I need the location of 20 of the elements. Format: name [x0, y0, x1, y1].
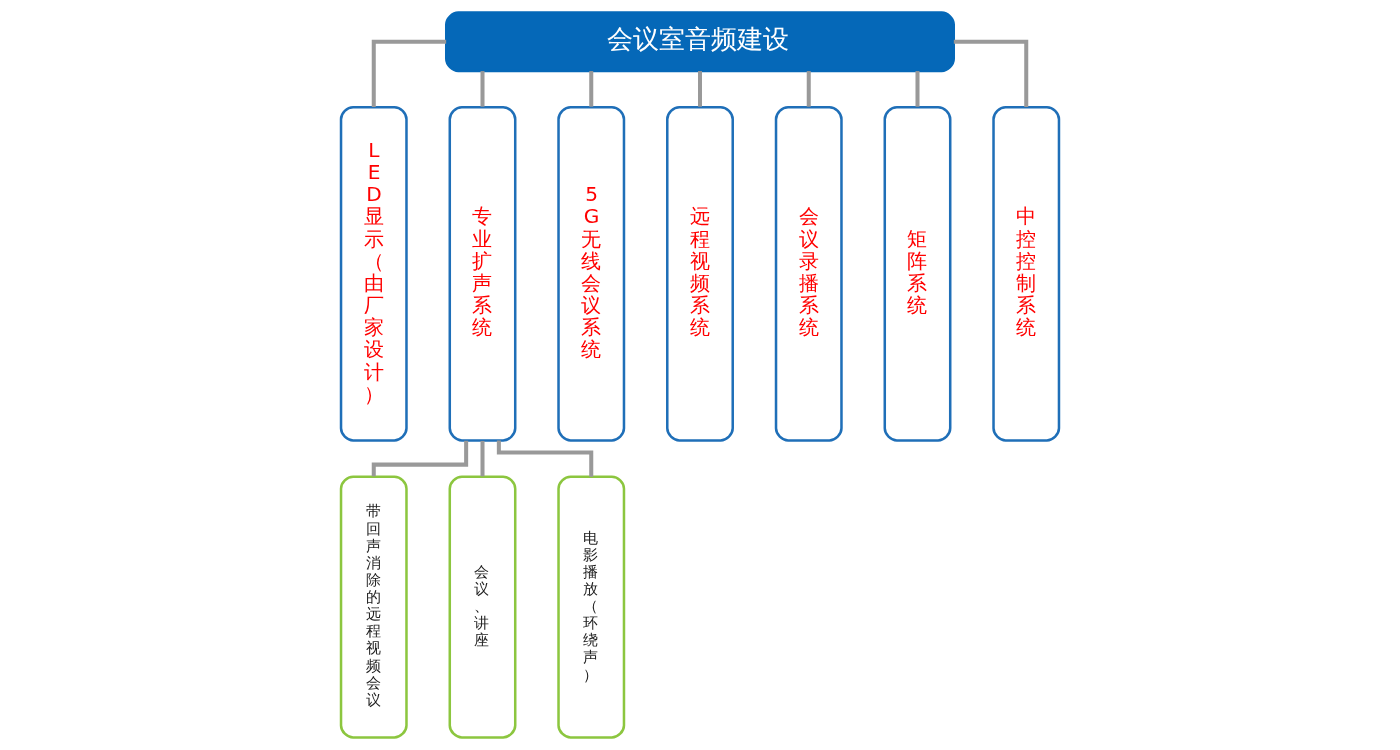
node-box: 会议、讲座	[448, 475, 517, 739]
node-box: 矩阵系统	[883, 105, 952, 442]
connector	[806, 71, 811, 107]
connector	[698, 71, 702, 107]
node-box: LED显示（由厂家设计）	[339, 105, 408, 442]
node-box: 5G无线会议系统	[557, 105, 626, 442]
connector	[589, 71, 594, 107]
node-box: 专业扩声系统	[448, 105, 517, 442]
connector	[371, 440, 469, 477]
node-box: 会议录播系统	[774, 105, 843, 442]
connector	[480, 440, 485, 477]
node-box: 中控控制系统	[992, 105, 1061, 442]
connector	[915, 71, 920, 107]
node-box: 会议室音频建设	[445, 11, 955, 73]
node-box: 远程视频系统	[666, 105, 734, 442]
node-box: 带回声消除的远程视频会议	[339, 475, 408, 739]
connector	[480, 71, 485, 107]
connector	[371, 39, 447, 107]
node-box: 电影播放（环绕声）	[557, 475, 626, 739]
connector	[953, 39, 1029, 107]
